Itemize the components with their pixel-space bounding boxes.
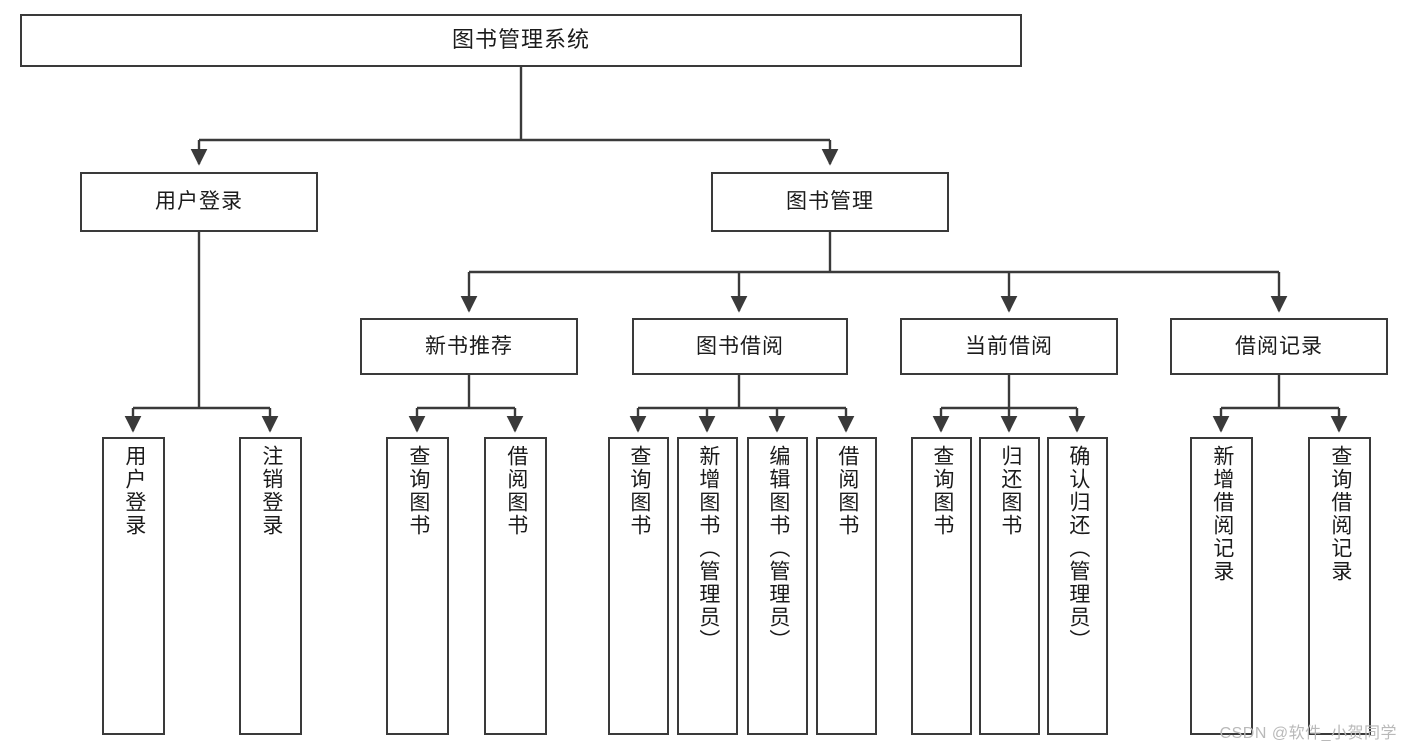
node-leaf-confirm-return[interactable]: 确认归还（管理员） xyxy=(1047,437,1108,735)
node-user-login-label: 用户登录 xyxy=(155,190,243,214)
node-leaf-query-book-2[interactable]: 查询图书 xyxy=(608,437,669,735)
node-root[interactable]: 图书管理系统 xyxy=(20,14,1022,67)
node-current-borrow[interactable]: 当前借阅 xyxy=(900,318,1118,375)
node-leaf-logout-login-label: 注销登录 xyxy=(259,445,283,537)
node-leaf-add-book-label: 新增图书（管理员） xyxy=(696,445,720,652)
node-book-management[interactable]: 图书管理 xyxy=(711,172,949,232)
node-new-book-recommend[interactable]: 新书推荐 xyxy=(360,318,578,375)
node-book-management-label: 图书管理 xyxy=(786,190,874,214)
node-borrow-record-label: 借阅记录 xyxy=(1235,334,1323,358)
node-leaf-borrow-book-1[interactable]: 借阅图书 xyxy=(484,437,547,735)
node-leaf-borrow-book-2-label: 借阅图书 xyxy=(835,445,859,537)
node-book-borrow-label: 图书借阅 xyxy=(696,334,784,358)
node-leaf-logout-login[interactable]: 注销登录 xyxy=(239,437,302,735)
node-leaf-query-book-1[interactable]: 查询图书 xyxy=(386,437,449,735)
node-leaf-add-record-label: 新增借阅记录 xyxy=(1210,445,1234,583)
node-leaf-query-book-1-label: 查询图书 xyxy=(406,445,430,537)
node-leaf-query-record-label: 查询借阅记录 xyxy=(1328,445,1352,583)
node-borrow-record[interactable]: 借阅记录 xyxy=(1170,318,1388,375)
node-leaf-query-book-3-label: 查询图书 xyxy=(930,445,954,537)
node-current-borrow-label: 当前借阅 xyxy=(965,334,1053,358)
node-book-borrow[interactable]: 图书借阅 xyxy=(632,318,848,375)
node-leaf-confirm-return-label: 确认归还（管理员） xyxy=(1066,445,1090,652)
node-leaf-add-record[interactable]: 新增借阅记录 xyxy=(1190,437,1253,735)
node-leaf-query-book-3[interactable]: 查询图书 xyxy=(911,437,972,735)
node-leaf-add-book[interactable]: 新增图书（管理员） xyxy=(677,437,738,735)
node-leaf-borrow-book-2[interactable]: 借阅图书 xyxy=(816,437,877,735)
node-new-book-recommend-label: 新书推荐 xyxy=(425,334,513,358)
node-leaf-return-book[interactable]: 归还图书 xyxy=(979,437,1040,735)
node-leaf-user-login[interactable]: 用户登录 xyxy=(102,437,165,735)
node-leaf-query-record[interactable]: 查询借阅记录 xyxy=(1308,437,1371,735)
node-leaf-borrow-book-1-label: 借阅图书 xyxy=(504,445,528,537)
node-leaf-edit-book-label: 编辑图书（管理员） xyxy=(766,445,790,652)
node-leaf-query-book-2-label: 查询图书 xyxy=(627,445,651,537)
node-user-login[interactable]: 用户登录 xyxy=(80,172,318,232)
csdn-watermark: CSDN @软件_小贺同学 xyxy=(1219,725,1397,742)
node-leaf-user-login-label: 用户登录 xyxy=(122,445,146,537)
node-leaf-edit-book[interactable]: 编辑图书（管理员） xyxy=(747,437,808,735)
node-root-label: 图书管理系统 xyxy=(451,27,590,53)
node-leaf-return-book-label: 归还图书 xyxy=(998,445,1022,537)
